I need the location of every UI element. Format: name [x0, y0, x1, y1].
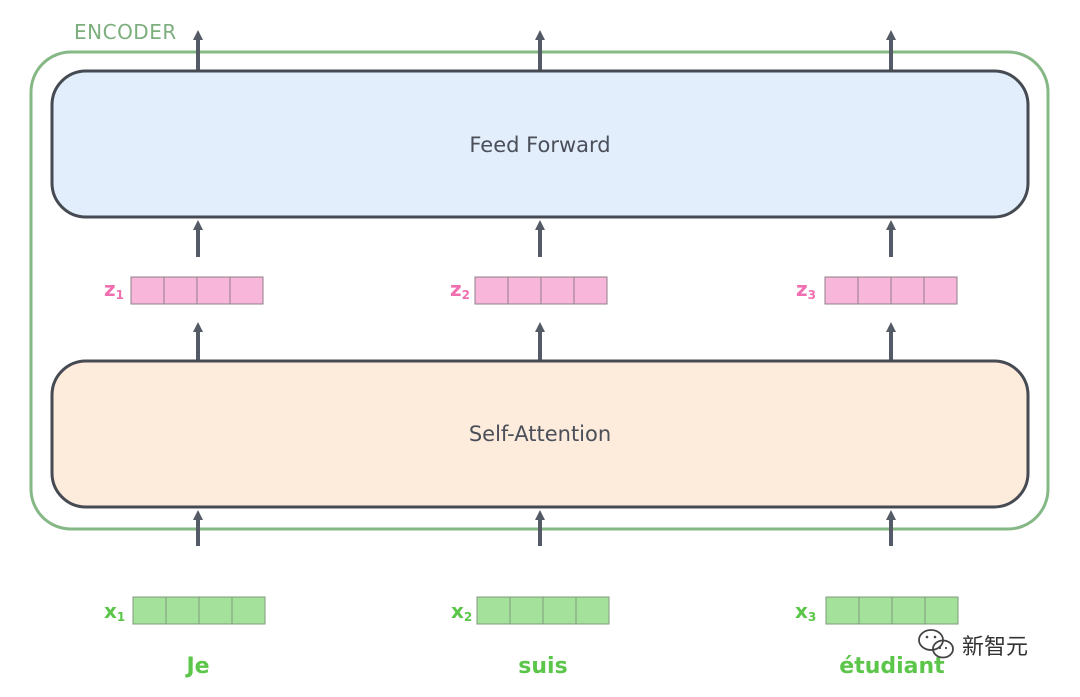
watermark-text: 新智元: [962, 635, 1028, 660]
z-to-ff-arrows: [193, 220, 896, 257]
x-cell: [165, 596, 200, 625]
x-cell: [891, 596, 926, 625]
input-word-je: Je: [184, 654, 209, 679]
x-vector-label: x3: [795, 599, 816, 624]
z-cell: [923, 276, 958, 305]
z-cell: [824, 276, 859, 305]
x-cell: [509, 596, 544, 625]
z-cell: [196, 276, 231, 305]
z-vector-label: z2: [450, 277, 470, 302]
z-cell: [474, 276, 509, 305]
input-word-etudiant: étudiant: [839, 654, 945, 679]
input-arrows: [193, 510, 896, 546]
x-vector-label: x2: [451, 599, 472, 624]
x-cell: [825, 596, 860, 625]
self-attention-block: [50, 359, 1030, 509]
x-cell: [924, 596, 959, 625]
x-cell: [542, 596, 577, 625]
encoder-label: ENCODER: [74, 20, 177, 44]
z-cell: [890, 276, 925, 305]
x-cell: [198, 596, 233, 625]
z-vector-1: z1: [104, 276, 264, 305]
z-cell: [540, 276, 575, 305]
x-cell: [858, 596, 893, 625]
x-vector-2: x2: [451, 596, 610, 625]
sa-to-z-arrows: [193, 322, 896, 360]
output-arrows: [193, 30, 896, 70]
z-cell: [507, 276, 542, 305]
x-cell: [476, 596, 511, 625]
z-cell: [229, 276, 264, 305]
feed-forward-label: Feed Forward: [469, 133, 610, 157]
x-cell: [231, 596, 266, 625]
x-vector-label: x1: [104, 599, 125, 624]
z-cell: [163, 276, 198, 305]
feed-forward-block: [50, 69, 1030, 219]
z-cell: [857, 276, 892, 305]
z-vector-2: z2: [450, 276, 608, 305]
x-cell: [132, 596, 167, 625]
z-vector-3: z3: [796, 276, 958, 305]
watermark: 新智元: [918, 629, 1028, 660]
wechat-icon: [918, 629, 954, 659]
z-cell: [130, 276, 165, 305]
z-cell: [573, 276, 608, 305]
x-vector-1: x1: [104, 596, 266, 625]
x-cell: [575, 596, 610, 625]
self-attention-label: Self-Attention: [469, 422, 611, 446]
z-vector-label: z1: [104, 277, 124, 302]
input-word-suis: suis: [518, 654, 567, 679]
x-vector-3: x3: [795, 596, 959, 625]
z-vector-label: z3: [796, 277, 816, 302]
